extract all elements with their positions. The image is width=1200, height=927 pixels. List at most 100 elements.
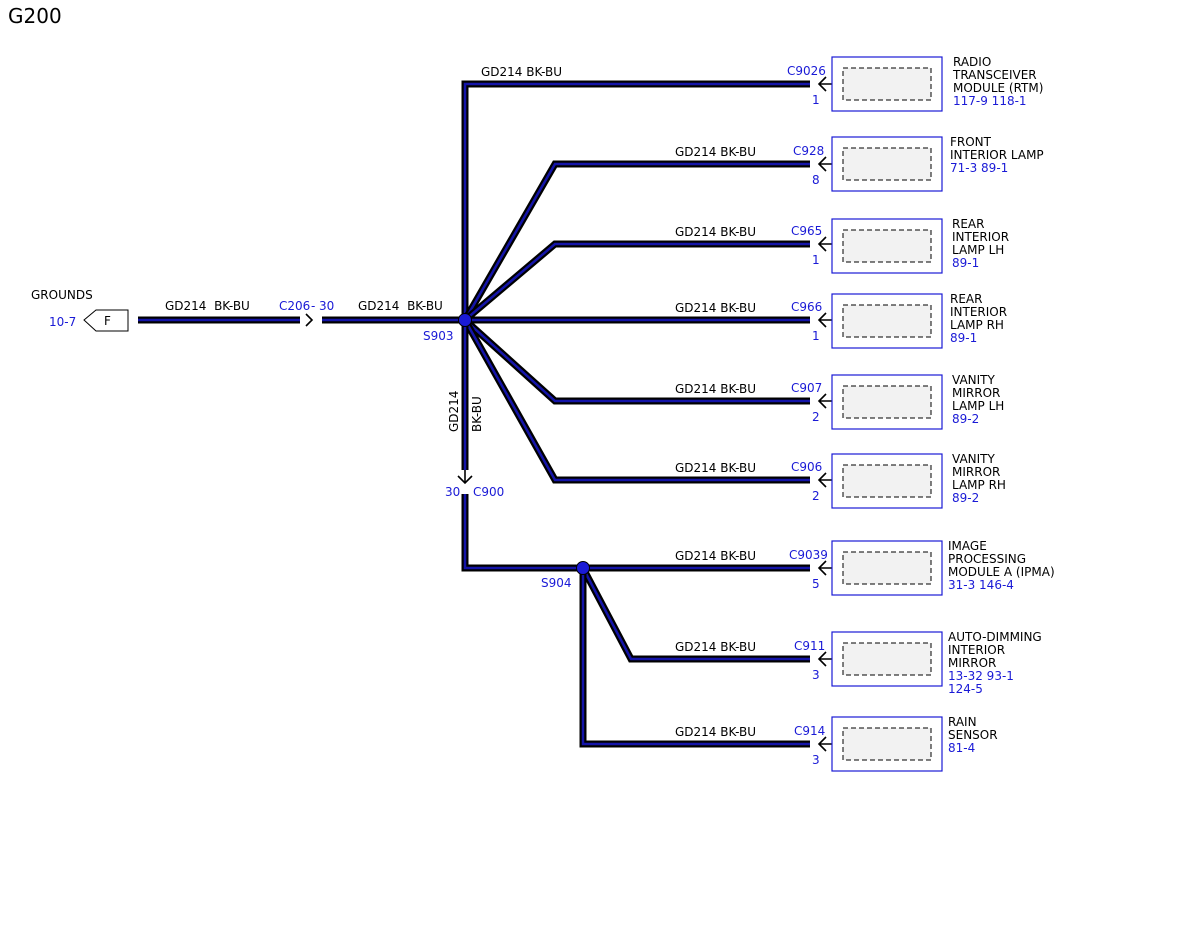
component-page-refs: 81-4 bbox=[948, 741, 975, 755]
component-name-line: TRANSCEIVER bbox=[952, 68, 1037, 82]
ground-terminal: F bbox=[83, 309, 129, 332]
component-page-refs-2: 124-5 bbox=[948, 682, 983, 696]
wire-label-c914: GD214 BK-BU bbox=[675, 725, 756, 739]
wire-label-vertical-circuit: GD214 bbox=[447, 391, 461, 432]
c206-connector-label: C206 bbox=[279, 299, 310, 313]
component-name-line: MIRROR bbox=[952, 386, 1000, 400]
pin-number-c965: 1 bbox=[812, 253, 820, 267]
component-page-refs: 117-9 118-1 bbox=[953, 94, 1027, 108]
component-name-line: VANITY bbox=[952, 373, 995, 387]
c206-dash: - bbox=[311, 299, 315, 313]
component-name-line: REAR bbox=[952, 217, 984, 231]
component-name-line: LAMP LH bbox=[952, 243, 1004, 257]
connector-arrow-icon bbox=[817, 156, 832, 172]
component-name-line: LAMP LH bbox=[952, 399, 1004, 413]
component-name-line: PROCESSING bbox=[948, 552, 1026, 566]
wire-s904-to-c914 bbox=[579, 568, 810, 748]
component-name-line: MIRROR bbox=[952, 465, 1000, 479]
component-name-line: INTERIOR LAMP bbox=[950, 148, 1044, 162]
component-inner-box bbox=[842, 304, 932, 338]
connector-label-c9039: C9039 bbox=[789, 548, 828, 562]
component-name-line: INTERIOR bbox=[948, 643, 1005, 657]
connector-label-c914: C914 bbox=[794, 724, 825, 738]
connector-arrow-icon bbox=[817, 651, 832, 667]
s904-label: S904 bbox=[541, 576, 572, 590]
component-inner-box bbox=[842, 727, 932, 761]
connector-arrow-icon bbox=[817, 76, 832, 92]
component-name-line: IMAGE bbox=[948, 539, 987, 553]
wire-s903-to-c907 bbox=[462, 317, 810, 405]
connector-label-c907: C907 bbox=[791, 381, 822, 395]
wire-s903-to-c9026 bbox=[461, 80, 810, 320]
wire-label-c9039: GD214 BK-BU bbox=[675, 549, 756, 563]
component-page-refs: 71-3 89-1 bbox=[950, 161, 1008, 175]
connector-label-c965: C965 bbox=[791, 224, 822, 238]
pin-number-c914: 3 bbox=[812, 753, 820, 767]
c206-pin: 30 bbox=[319, 299, 334, 313]
wire-label-c966: GD214 BK-BU bbox=[675, 301, 756, 315]
component-page-refs: 89-1 bbox=[952, 256, 979, 270]
component-name-line: FRONT bbox=[950, 135, 992, 149]
component-c911: GD214 BK-BU C911 3 AUTO-DIMMINGINTERIORMIRR… bbox=[675, 630, 1042, 696]
component-name-line: MIRROR bbox=[948, 656, 996, 670]
pin-number-c906: 2 bbox=[812, 489, 820, 503]
ground-terminal-label: F bbox=[104, 314, 111, 328]
pin-number-c9039: 5 bbox=[812, 577, 820, 591]
component-name-line: LAMP RH bbox=[950, 318, 1004, 332]
component-name-line: RAIN bbox=[948, 715, 977, 729]
connector-arrow-icon bbox=[817, 393, 832, 409]
wire-s904-to-c911 bbox=[579, 566, 810, 663]
wire-label-c907: GD214 BK-BU bbox=[675, 382, 756, 396]
component-page-refs: 89-2 bbox=[952, 491, 979, 505]
wire-label-ground: GD214 BK-BU bbox=[165, 299, 250, 313]
component-name-line: SENSOR bbox=[948, 728, 998, 742]
component-inner-box bbox=[842, 67, 932, 101]
s903-splice-dot bbox=[458, 313, 472, 327]
connector-label-c911: C911 bbox=[794, 639, 825, 653]
c900-connector-label: C900 bbox=[473, 485, 504, 499]
wire-label-vertical-color: BK-BU bbox=[470, 396, 484, 432]
component-name-line: INTERIOR bbox=[952, 230, 1009, 244]
connector-label-c928: C928 bbox=[793, 144, 824, 158]
component-page-refs: 89-1 bbox=[950, 331, 977, 345]
component-inner-box bbox=[842, 147, 932, 181]
wire-c900-to-s904 bbox=[461, 494, 583, 572]
connector-arrow-icon bbox=[817, 312, 832, 328]
component-page-refs: 13-32 93-1 bbox=[948, 669, 1014, 683]
component-name-line: VANITY bbox=[952, 452, 995, 466]
pin-number-c966: 1 bbox=[812, 329, 820, 343]
wire-label-c206-s903: GD214 BK-BU bbox=[358, 299, 443, 313]
component-page-refs: 89-2 bbox=[952, 412, 979, 426]
wire-harness bbox=[138, 80, 810, 748]
component-inner-box bbox=[842, 464, 932, 498]
wire-label-c9026: GD214 BK-BU bbox=[481, 65, 562, 79]
component-name-line: LAMP RH bbox=[952, 478, 1006, 492]
pin-number-c9026: 1 bbox=[812, 93, 820, 107]
component-name-line: AUTO-DIMMING bbox=[948, 630, 1042, 644]
component-name-line: RADIO bbox=[953, 55, 991, 69]
component-inner-box bbox=[842, 642, 932, 676]
wire-label-c911: GD214 BK-BU bbox=[675, 640, 756, 654]
component-name-line: INTERIOR bbox=[950, 305, 1007, 319]
component-inner-box bbox=[842, 385, 932, 419]
wire-s903-to-c965 bbox=[462, 240, 810, 323]
connector-label-c906: C906 bbox=[791, 460, 822, 474]
connector-arrow-icon bbox=[817, 736, 832, 752]
s903-label: S903 bbox=[423, 329, 454, 343]
connector-arrow-icon bbox=[817, 472, 832, 488]
pin-number-c928: 8 bbox=[812, 173, 820, 187]
c206-arrow-icon bbox=[305, 313, 314, 327]
component-name-line: MODULE A (IPMA) bbox=[948, 565, 1055, 579]
pin-number-c911: 3 bbox=[812, 668, 820, 682]
c900-pin: 30 bbox=[445, 485, 460, 499]
wire-label-c928: GD214 BK-BU bbox=[675, 145, 756, 159]
wire-label-c965: GD214 BK-BU bbox=[675, 225, 756, 239]
